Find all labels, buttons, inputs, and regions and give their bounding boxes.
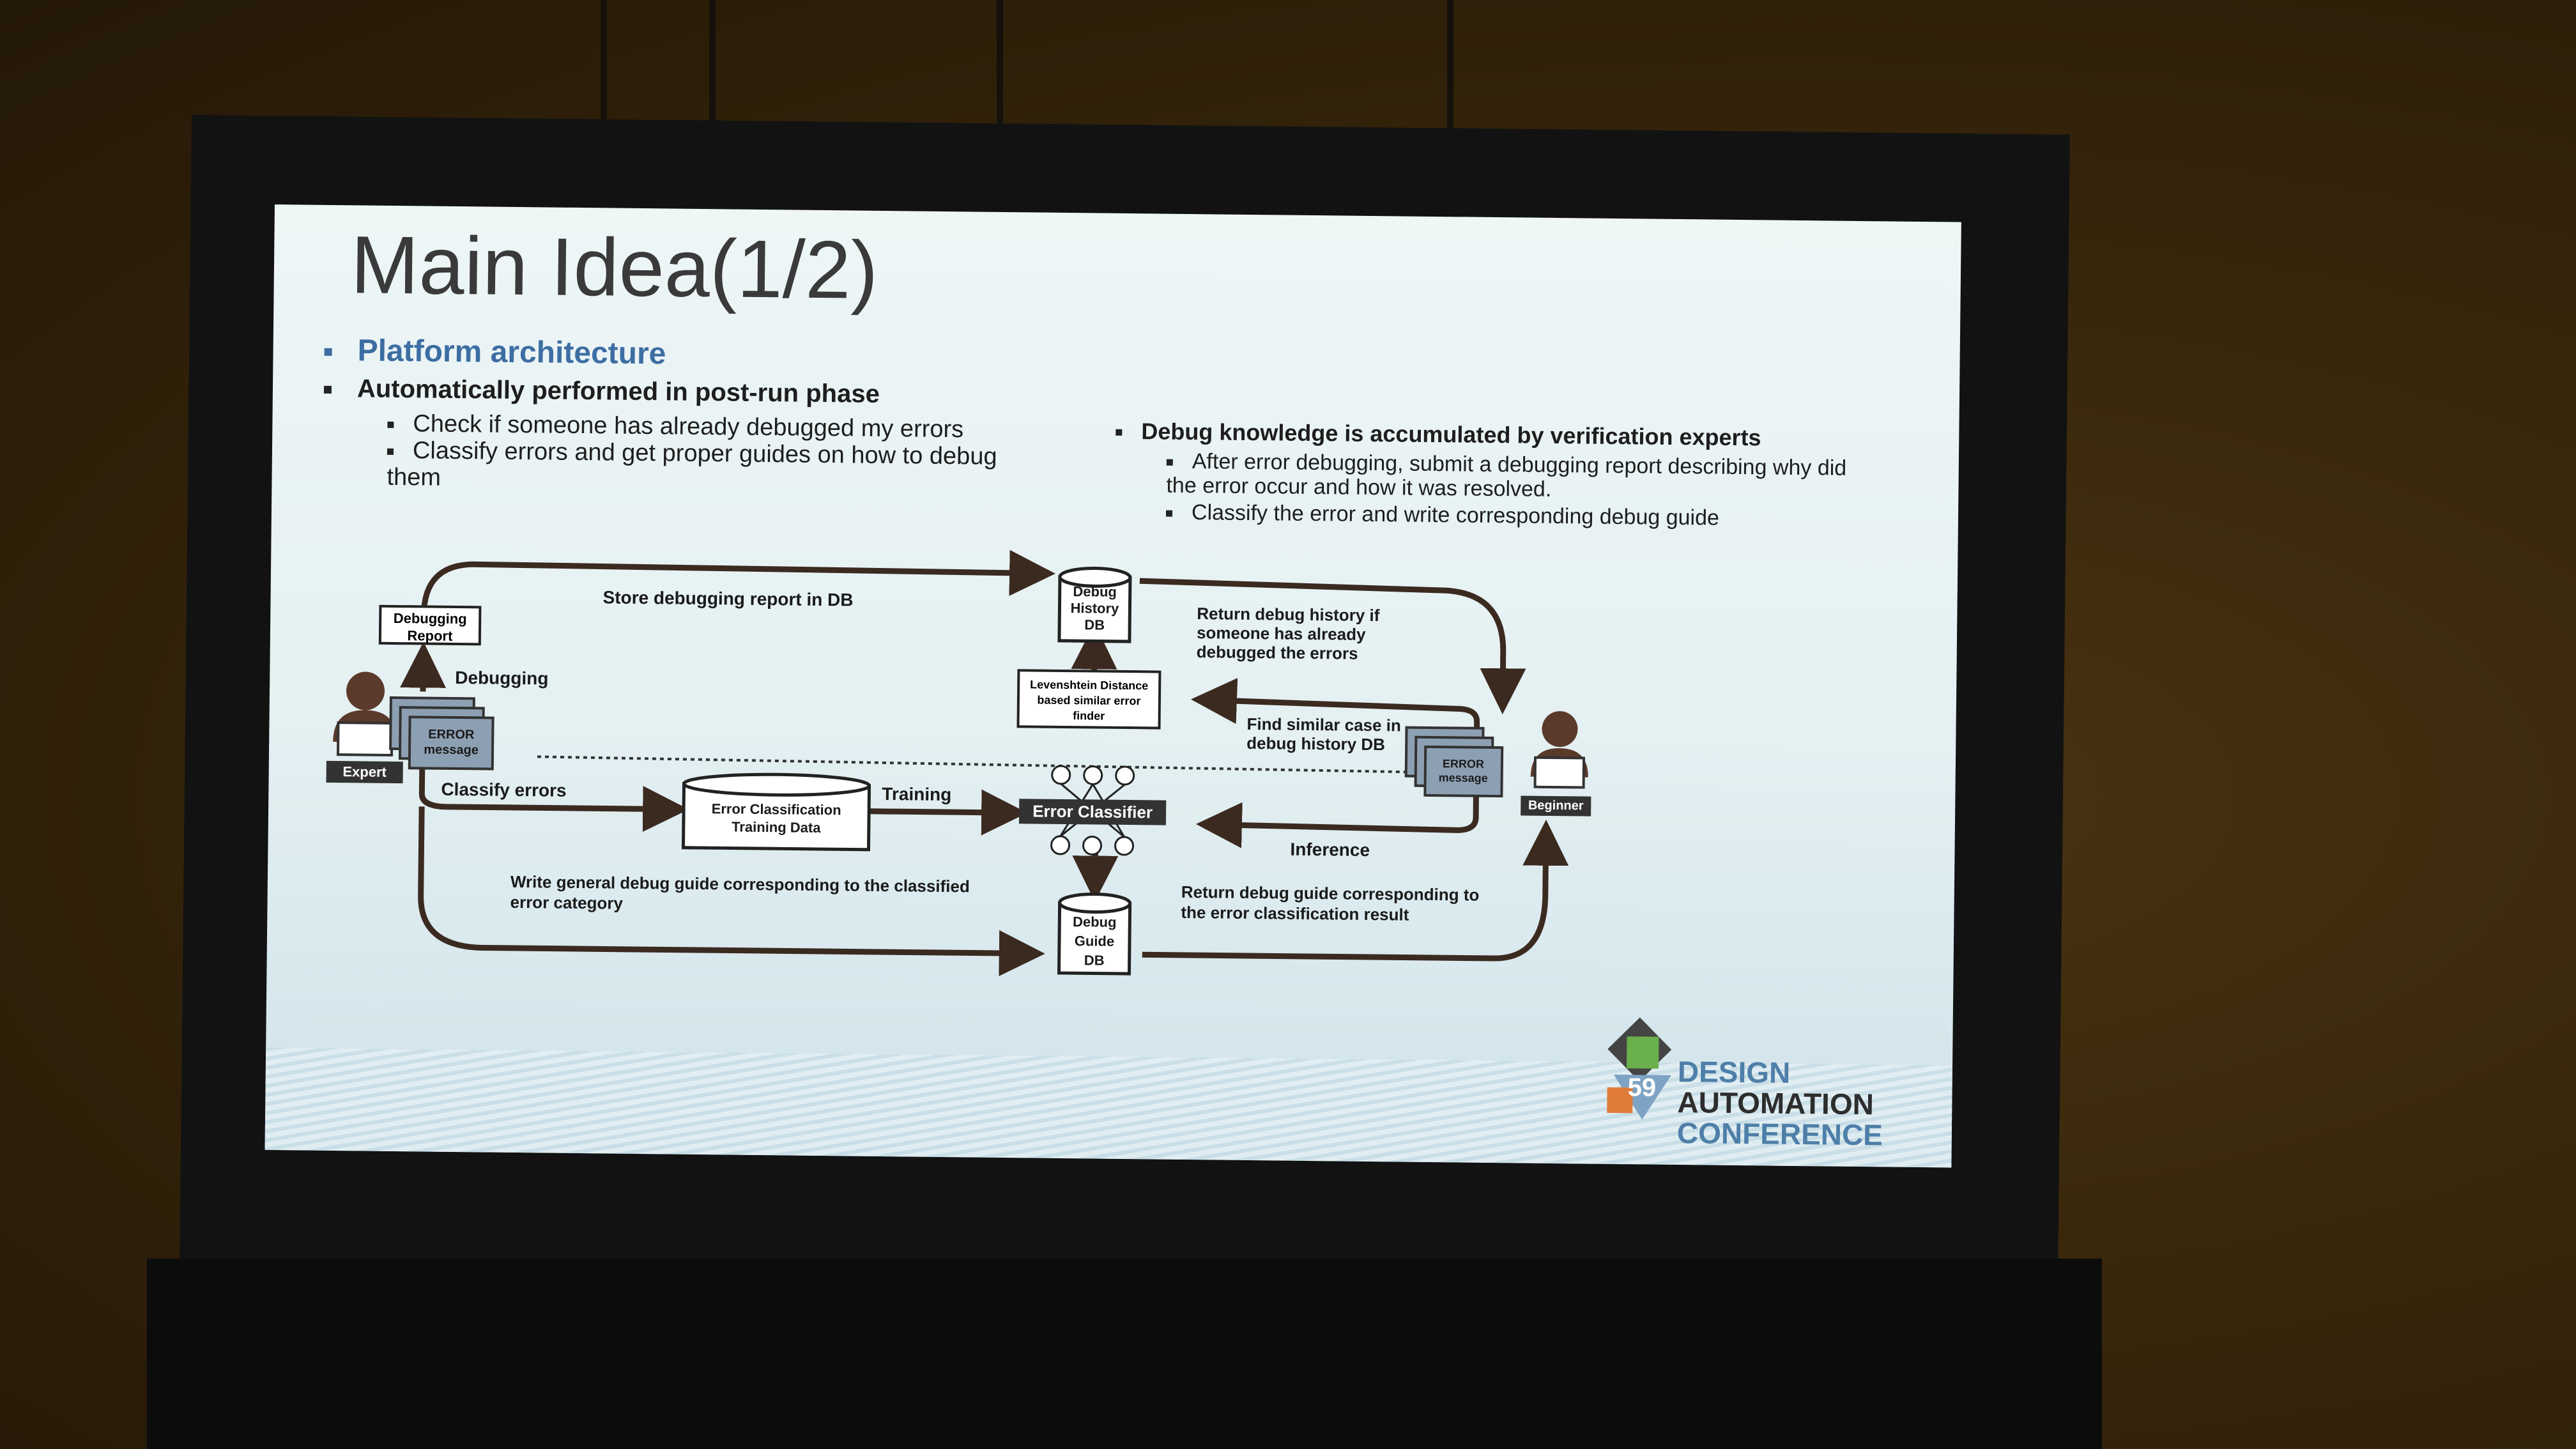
inference-label: Inference [1290,839,1370,861]
dac-logo-line2: AUTOMATION [1677,1085,1874,1121]
training-data-label: Error Classification Training Data [711,801,841,836]
training-label: Training [882,784,952,805]
dac-logo-line3: CONFERENCE [1676,1116,1883,1152]
expert-tag: Expert [326,760,403,784]
debugging-report-box: Debugging Report [378,604,482,646]
error-stack-beginner-icon [1404,726,1504,798]
wall-line [709,0,716,211]
debugging-arrow [400,641,447,692]
error-classifier-box: Error Classifier [1018,799,1167,825]
debug-guide-db-icon [1057,892,1132,976]
beginner-error-message: ERROR message [1438,757,1488,785]
training-data-icon [681,772,871,852]
dotted-separator [537,755,1432,774]
dac-logo-line1: DESIGN [1677,1055,1791,1089]
find-similar-arrow [1190,678,1480,747]
presentation-slide: Main Idea(1/2) Platform architecture Aut… [264,204,1961,1168]
training-arrow [869,789,1028,836]
wall-line [601,0,607,211]
guide-db-label: Debug Guide DB [1072,914,1117,969]
error-stack-expert-icon [389,696,494,770]
expert-laptop-icon [336,721,394,756]
return-guide-arrow [1142,819,1569,962]
history-db-label: Debug History DB [1070,583,1119,633]
expert-error-message: ERROR message [424,727,479,758]
beginner-laptop-icon [1533,756,1586,789]
classify-errors-label: Classify errors [441,779,567,801]
classifier-to-guide-arrow [1072,852,1119,902]
neural-network-icon [1050,765,1135,856]
dac-logo-number: 59 [1627,1073,1657,1102]
classify-arrow [418,768,689,832]
debugging-label: Debugging [455,667,549,689]
return-guide-label: Return debug guide corresponding to the … [1181,882,1480,924]
return-history-arrow [1139,578,1526,715]
write-guide-label: Write general debug guide corresponding … [510,871,970,913]
wall-line [1447,0,1453,211]
inference-arrow [1195,792,1479,848]
screen-base [147,1259,2102,1449]
beginner-tag: Beginner [1521,795,1591,816]
levenshtein-finder-box: Levenshtein Distance based similar error… [1016,669,1162,730]
store-report-arrow [420,549,1056,615]
dac-logo-text: DESIGN AUTOMATION CONFERENCE [1676,1055,1884,1152]
return-history-label: Return debug history if someone has alre… [1196,604,1380,663]
architecture-diagram [333,549,1672,1120]
wall-line [997,0,1003,211]
debug-history-db-icon [1057,566,1132,643]
write-guide-arrow [418,806,1045,976]
dac-logo-icon [1607,1017,1672,1120]
store-report-label: Store debugging report in DB [602,587,854,610]
find-similar-label: Find similar case in debug history DB [1246,714,1402,755]
